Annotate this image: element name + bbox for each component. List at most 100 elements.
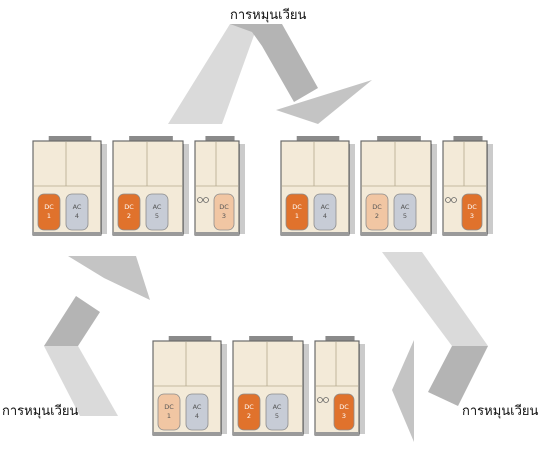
fan-cap: [168, 336, 212, 341]
tank: [393, 193, 417, 231]
tank-label: AC: [193, 403, 202, 411]
tank: [185, 393, 209, 431]
base-rail: [315, 432, 359, 436]
tank-label: DC: [339, 403, 349, 411]
right-arrow: [382, 252, 488, 442]
tank-label: 3: [470, 212, 474, 220]
tank-label: 5: [155, 212, 159, 220]
base-rail: [233, 432, 303, 436]
top-arrow-head: [276, 80, 372, 124]
tank-label: DC: [164, 403, 174, 411]
fan-cap: [48, 136, 92, 141]
top-arrow: [168, 24, 372, 124]
tank-label: 4: [323, 212, 327, 220]
unit-drawing: DC3: [314, 336, 365, 436]
left-arrow-head: [68, 256, 150, 300]
tank: [213, 193, 235, 231]
tank: [145, 193, 169, 231]
tank-label: 2: [247, 412, 251, 420]
base-rail: [153, 432, 221, 436]
fan-cap: [453, 136, 483, 141]
tank-label: DC: [292, 203, 302, 211]
base-rail: [195, 232, 239, 236]
tank-label: 5: [403, 212, 407, 220]
unit-drawing: DC1 AC4: [32, 136, 107, 236]
valve-icon: [445, 197, 451, 203]
left-arrow-dark: [44, 296, 100, 346]
right-arrow-light: [382, 252, 488, 346]
valve-icon: [317, 397, 323, 403]
tank-label: DC: [124, 203, 134, 211]
tank-label: 5: [275, 412, 279, 420]
tank-label: DC: [44, 203, 54, 211]
unit-drawing: DC3: [194, 136, 245, 236]
tank-label: AC: [401, 203, 410, 211]
tank-label: DC: [372, 203, 382, 211]
unit-drawing: DC2 AC5: [232, 336, 309, 436]
base-rail: [281, 232, 349, 236]
fan-cap: [296, 136, 340, 141]
top-arrow-light: [168, 24, 258, 124]
tank: [157, 393, 181, 431]
unit-drawing: DC2 AC5: [360, 136, 437, 236]
tank-label: AC: [153, 203, 162, 211]
valve-icon: [203, 197, 209, 203]
fan-cap: [205, 136, 235, 141]
tank: [333, 393, 355, 431]
valve-icon: [323, 397, 329, 403]
tank-label: 3: [222, 212, 226, 220]
tank-label: DC: [219, 203, 229, 211]
right-cycle-label: การหมุนเวียน: [462, 404, 539, 419]
tank: [65, 193, 89, 231]
tank: [37, 193, 61, 231]
tank-label: 3: [342, 412, 346, 420]
left-cycle-label: การหมุนเวียน: [2, 404, 79, 419]
tank-label: 1: [47, 212, 51, 220]
tank-label: 2: [127, 212, 131, 220]
base-rail: [33, 232, 101, 236]
unit-drawing: DC3: [442, 136, 493, 236]
left-arrow-light: [44, 346, 118, 416]
fan-cap: [377, 136, 421, 141]
tank-label: 1: [295, 212, 299, 220]
fan-cap: [325, 336, 355, 341]
base-rail: [113, 232, 183, 236]
tank: [365, 193, 389, 231]
tank-label: AC: [273, 403, 282, 411]
tank-label: DC: [244, 403, 254, 411]
tank: [285, 193, 309, 231]
tank-label: AC: [73, 203, 82, 211]
unit-drawing: DC2 AC5: [112, 136, 189, 236]
top-arrow-dark: [230, 24, 318, 102]
tank: [117, 193, 141, 231]
tank-label: DC: [467, 203, 477, 211]
fan-cap: [249, 336, 293, 341]
tank-label: 2: [375, 212, 379, 220]
valve-icon: [197, 197, 203, 203]
tank-label: 4: [75, 212, 79, 220]
base-rail: [361, 232, 431, 236]
unit-drawing: DC1 AC4: [152, 336, 227, 436]
tank-label: AC: [321, 203, 330, 211]
tank-label: 4: [195, 412, 199, 420]
tank: [265, 393, 289, 431]
right-arrow-head: [392, 340, 414, 442]
valve-icon: [451, 197, 457, 203]
fan-cap: [129, 136, 173, 141]
top-cycle-label: การหมุนเวียน: [230, 8, 307, 23]
left-arrow: [44, 256, 150, 416]
base-rail: [443, 232, 487, 236]
tank-label: 1: [167, 412, 171, 420]
unit-drawing: DC1 AC4: [280, 136, 355, 236]
tank: [313, 193, 337, 231]
